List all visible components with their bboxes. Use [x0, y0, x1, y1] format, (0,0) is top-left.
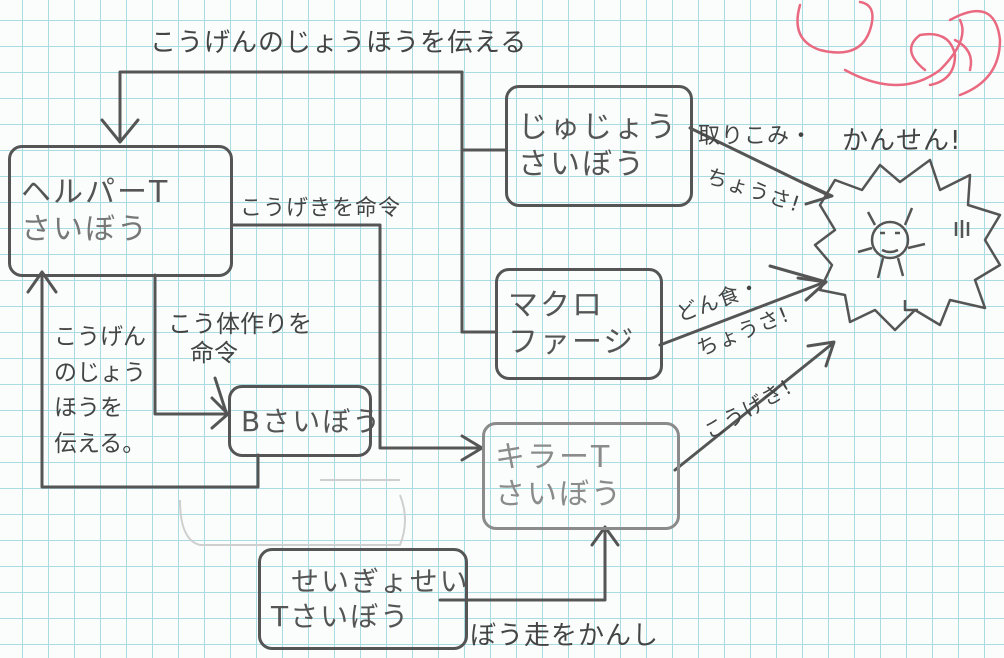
label-virus: かんせん! — [842, 120, 961, 157]
label-top-info: こうげんのじょうほうを伝える — [150, 22, 527, 59]
node-reg-line1: せいぎょせい — [271, 564, 465, 599]
node-macro-line1: マクロ — [508, 287, 660, 325]
label-left-loop: こうげん のじょう ほうを 伝える。 — [54, 320, 146, 463]
node-killer-t-line2: さいぼう — [495, 476, 677, 514]
label-left-line4: 伝える。 — [54, 427, 146, 463]
label-uptake: 取りこみ・ — [698, 118, 813, 150]
arrow-head-jujo — [806, 184, 832, 204]
node-helper-t-line1: ヘルパーT — [21, 174, 230, 212]
pink-doodle — [798, 2, 1001, 95]
node-jujo-line1: じゅじょう — [518, 109, 690, 147]
label-antibody-line1: こう体作りを — [168, 310, 312, 339]
node-jujo: じゅじょう さいぼう — [505, 85, 693, 207]
node-macrophage: マクロ ファージ — [495, 268, 663, 380]
node-helper-t: ヘルパーT さいぼう — [8, 145, 233, 277]
label-left-line2: のじょう — [54, 356, 146, 392]
node-macro-line2: ファージ — [508, 324, 660, 362]
node-b-cell: Bさいぼう — [228, 385, 372, 457]
label-suppress: ぼう走をかんし — [470, 615, 659, 652]
node-b-cell-label: Bさいぼう — [241, 404, 369, 439]
edge-macro-virus-extra — [770, 266, 826, 282]
label-left-line3: ほうを — [54, 391, 146, 427]
node-killer-t-line1: キラーT — [495, 439, 677, 477]
infected-cell — [815, 160, 1000, 330]
label-left-line1: こうげん — [54, 320, 146, 356]
node-helper-t-line2: さいぼう — [21, 211, 230, 249]
label-attack-command: こうげきを命令 — [240, 190, 401, 222]
label-antibody-line2: 命令 — [168, 339, 312, 368]
node-reg-line2: Tさいぼう — [271, 599, 465, 634]
node-killer-t: キラーT さいぼう — [482, 422, 680, 530]
erased-sketch — [180, 480, 405, 545]
node-jujo-line2: さいぼう — [518, 146, 690, 184]
edge-top-info — [120, 72, 462, 140]
label-antibody-command: こう体作りを 命令 — [168, 310, 312, 368]
node-regulatory-t: せいぎょせい Tさいぼう — [258, 548, 468, 650]
